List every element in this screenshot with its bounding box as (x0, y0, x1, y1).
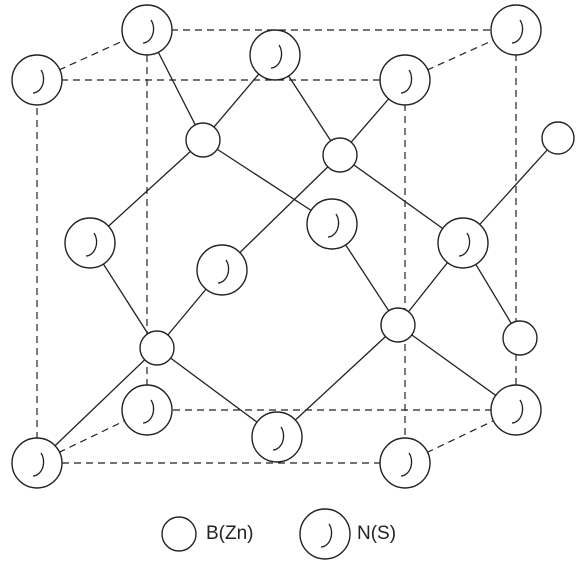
large-atom-n (11, 437, 63, 489)
small-atom-b (322, 137, 358, 173)
legend-label-small-atom: B(Zn) (206, 523, 254, 544)
legend-large-atom-icon (299, 508, 351, 560)
atom-shading-arc (272, 426, 285, 451)
atom-shading-arc (511, 19, 524, 44)
atom-shading-arc (327, 213, 340, 238)
large-atom-n (251, 411, 303, 463)
atom-shading-arc (85, 232, 98, 257)
large-atom-n (196, 244, 248, 296)
atom-shading-arc (400, 452, 413, 477)
large-atom-n (490, 384, 542, 436)
large-atom-n (379, 437, 431, 489)
atom-shading-arc (32, 69, 45, 94)
large-atom-n (490, 4, 542, 56)
small-atom-b (139, 330, 175, 366)
large-atom-n (249, 29, 301, 81)
large-atom-n (121, 384, 173, 436)
atom-shading-arc (217, 259, 230, 284)
large-atom-n (64, 217, 116, 269)
atom-shading-arc (458, 232, 471, 257)
atom-shading-arc (400, 69, 413, 94)
legend-small-atom-icon (161, 516, 197, 552)
large-atom-n (11, 54, 63, 106)
atom-shading-arc (32, 452, 45, 477)
atom-shading-arc (270, 44, 283, 69)
small-atom-b (541, 121, 575, 155)
small-atom-b (502, 320, 538, 356)
atom-shading-arc (511, 399, 524, 424)
bond-line (276, 324, 399, 438)
small-atom-b (380, 307, 416, 343)
large-atom-n (121, 4, 173, 56)
large-atom-n (437, 217, 489, 269)
atom-shading-arc (142, 399, 155, 424)
large-atom-n (306, 198, 358, 250)
large-atom-n (379, 54, 431, 106)
bond-line (36, 347, 158, 464)
atom-shading-arc (142, 19, 155, 44)
atom-shading-arc (320, 523, 333, 548)
small-atom-b (185, 122, 221, 158)
bond-line (221, 154, 341, 271)
legend-label-large-atom: N(S) (357, 523, 397, 544)
